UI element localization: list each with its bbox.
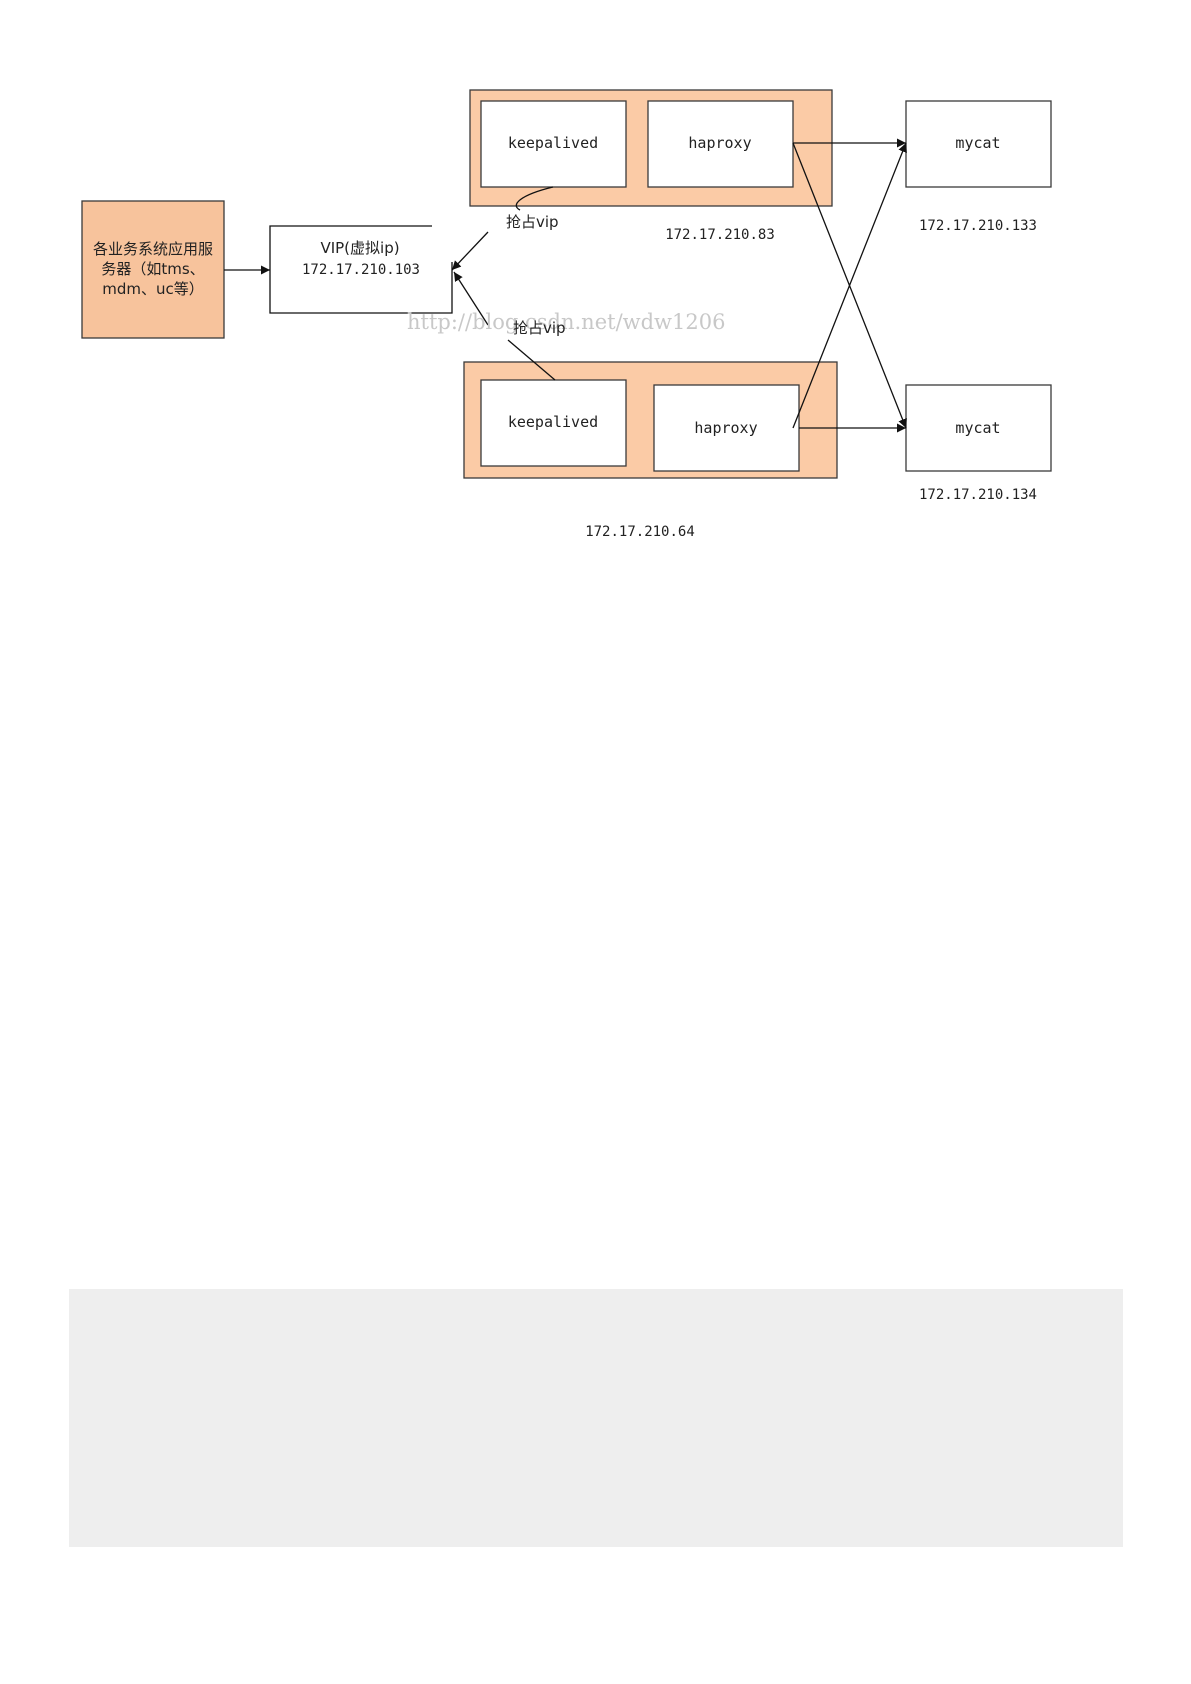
mycat-bottom-ip: 172.17.210.134 (919, 487, 1037, 503)
bottom-server-group: keepalived haproxy 172.17.210.64 (463, 361, 838, 540)
client-box (81, 200, 225, 339)
grey-content-panel (69, 1289, 1123, 1547)
bottom-grab-vip-arrow (453, 271, 489, 326)
mycat-bottom-box (905, 384, 1052, 472)
bottom-haproxy-box (653, 384, 800, 472)
client-label-line3: mdm、uc等） (102, 280, 204, 298)
top-group-ip: 172.17.210.83 (665, 227, 775, 243)
top-grab-vip-arrow (451, 231, 489, 271)
mycat-bottom-label: mycat (955, 419, 1000, 437)
vip-ip: 172.17.210.103 (302, 262, 420, 278)
vip-node: VIP(虚拟ip) 172.17.210.103 (269, 225, 453, 314)
mycat-top-node: mycat 172.17.210.133 (905, 100, 1052, 234)
client-node: 各业务系统应用服 务器（如tms、 mdm、uc等） (81, 200, 225, 339)
client-label-line1: 各业务系统应用服 (93, 240, 213, 258)
top-keepalived-box (480, 100, 627, 188)
bottom-keepalived-box (480, 379, 627, 467)
mycat-top-box (905, 100, 1052, 188)
top-server-group: keepalived haproxy 172.17.210.83 (469, 89, 833, 243)
bottom-group-ip: 172.17.210.64 (585, 524, 695, 540)
grab-vip-bottom-label: 抢占vip (513, 319, 566, 337)
top-keepalived-label: keepalived (508, 134, 598, 152)
bottom-haproxy-label: haproxy (694, 419, 757, 437)
grab-vip-top-label: 抢占vip (506, 213, 559, 231)
vip-label: VIP(虚拟ip) (320, 239, 399, 257)
client-label-line2: 务器（如tms、 (101, 260, 204, 278)
top-haproxy-box (647, 100, 794, 188)
bottom-keepalived-label: keepalived (508, 413, 598, 431)
top-keepalived-connector (515, 186, 554, 211)
mycat-top-ip: 172.17.210.133 (919, 218, 1037, 234)
mycat-bottom-node: mycat 172.17.210.134 (905, 384, 1052, 503)
bottom-keepalived-connector (507, 339, 556, 381)
bottom-haproxy-to-mycat-top-arrow (792, 142, 907, 429)
top-haproxy-label: haproxy (688, 134, 751, 152)
watermark-text: http://blog.csdn.net/wdw1206 (407, 310, 725, 334)
vip-box (269, 225, 453, 314)
mycat-top-label: mycat (955, 134, 1000, 152)
